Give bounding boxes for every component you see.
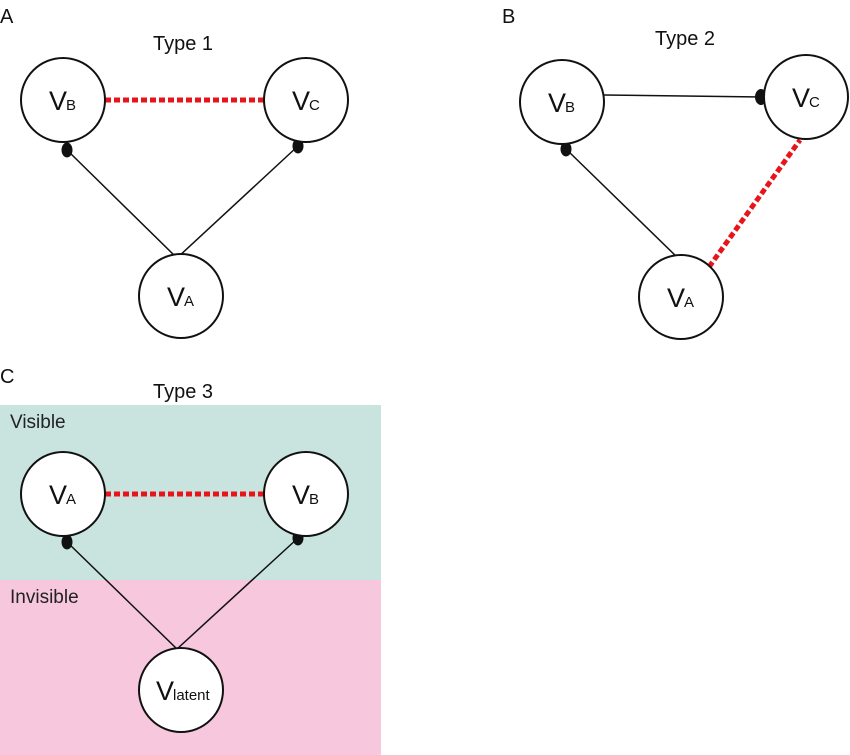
panel-c-endpoint-va (61, 534, 73, 550)
panel-b-title: Type 2 (655, 28, 715, 50)
visible-region-label: Visible (10, 412, 66, 433)
panel-c-node-va-circle (20, 451, 106, 537)
panel-a-node-vc-circle (263, 57, 349, 143)
panel-b-edge-va-vc (706, 138, 803, 269)
panel-c-node-vlatent-letter: V (156, 676, 174, 706)
panel-b-node-vc-letter: V (792, 83, 810, 113)
panel-c-node-va-letter: V (49, 480, 67, 510)
panel-c-edge-vlatent-va (66, 541, 178, 650)
panel-a-letter: A (0, 6, 14, 28)
panel-b-node-vb-subscript: B (565, 99, 575, 116)
panel-a-node-vc: V C (263, 57, 349, 143)
panel-c-title: Type 3 (153, 381, 213, 403)
panel-c-node-vb-subscript: B (309, 491, 319, 508)
panel-a-node-va-letter: V (167, 282, 185, 312)
panel-b-node-vb-circle (519, 59, 605, 145)
panel-a-title: Type 1 (153, 33, 213, 55)
panel-c-edge-vlatent-vb (176, 537, 299, 650)
panel-b: B Type 2 V B V C V A (502, 6, 849, 340)
panel-a-node-vb-circle (20, 57, 106, 143)
panel-b-node-va-letter: V (667, 283, 685, 313)
panel-c: C Type 3 Visible Invisible V A V B V lat… (0, 366, 381, 755)
panel-b-node-vb: V B (519, 59, 605, 145)
panel-a-node-vb: V B (20, 57, 106, 143)
panel-b-edge-vb-vc (603, 94, 763, 98)
panel-a-node-vc-letter: V (292, 86, 310, 116)
panel-b-node-vc: V C (763, 54, 849, 140)
panel-a-node-vc-subscript: C (309, 97, 320, 114)
invisible-region-label: Invisible (10, 587, 79, 608)
panel-b-node-va-subscript: A (684, 294, 694, 311)
panel-c-letter: C (0, 366, 14, 388)
panel-a-node-vb-letter: V (49, 86, 67, 116)
panel-a-node-vb-subscript: B (66, 97, 76, 114)
panel-b-endpoint-vb (560, 141, 572, 157)
panel-c-node-vb-letter: V (292, 480, 310, 510)
panel-a: A Type 1 V B V C V A (0, 6, 349, 339)
panel-c-node-vb: V B (263, 451, 349, 537)
panel-a-node-va-circle (138, 253, 224, 339)
panel-b-node-vb-letter: V (548, 88, 566, 118)
panel-c-node-vb-circle (263, 451, 349, 537)
panel-c-node-vlatent-subscript: latent (173, 687, 211, 704)
panel-b-node-va-circle (638, 254, 724, 340)
panel-c-node-vlatent: V latent (138, 647, 224, 733)
panel-b-node-vc-circle (763, 54, 849, 140)
panel-a-node-va-subscript: A (184, 293, 194, 310)
panel-a-node-va: V A (138, 253, 224, 339)
panel-c-node-vlatent-circle (138, 647, 224, 733)
panel-c-node-va-subscript: A (66, 491, 76, 508)
panel-b-edge-va-vb (565, 148, 681, 261)
panel-a-endpoint-vb (61, 142, 73, 158)
panel-c-node-va: V A (20, 451, 106, 537)
panel-b-node-vc-subscript: C (809, 94, 820, 111)
panel-b-node-va: V A (638, 254, 724, 340)
panel-b-letter: B (502, 6, 515, 28)
panel-a-edge-va-vc (176, 145, 299, 259)
panel-a-edge-va-vb (66, 149, 178, 259)
